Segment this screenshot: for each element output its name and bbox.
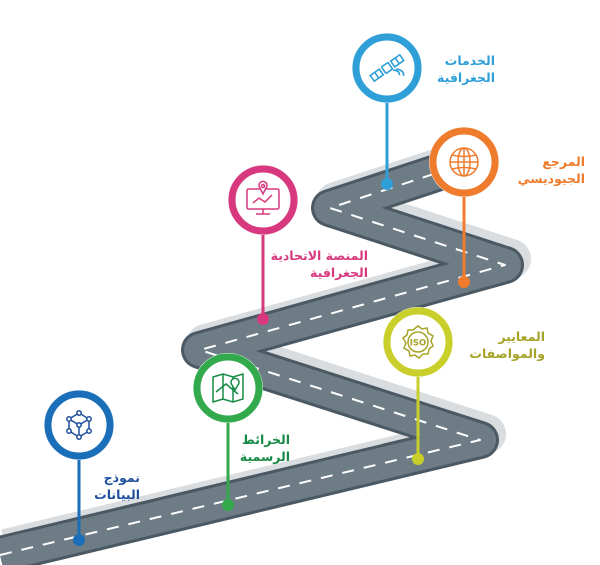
folded-map-icon — [212, 372, 244, 404]
milestone-national-geo-platform — [228, 165, 298, 325]
label-line-2: الجيوديسي — [517, 171, 585, 186]
label-line-1: نموذج — [103, 470, 140, 485]
network-cube-icon — [66, 410, 92, 440]
label-line-1: المعايير — [498, 329, 545, 344]
label-data-model: نموذج البيانات — [78, 469, 140, 503]
milestone-pin-dot — [73, 534, 85, 546]
label-standards-specs: المعايير والمواصفات — [460, 328, 545, 362]
label-line-2: الجغرافية — [437, 70, 495, 85]
milestone-pin-dot — [257, 313, 269, 325]
milestone-pin-dot — [458, 276, 470, 288]
iso-seal-text: ISO — [410, 339, 427, 349]
milestone-geodetic-reference — [429, 127, 499, 288]
milestone-pin-dot — [222, 499, 234, 511]
label-line-2: والمواصفات — [469, 346, 545, 361]
iso-seal-icon: ISO — [402, 325, 434, 359]
milestone-official-maps — [193, 353, 263, 511]
milestone-pin-dot — [381, 178, 393, 190]
milestone-standards-specs: ISO — [383, 307, 453, 465]
label-line-1: المنصة الاتحادية — [270, 248, 368, 263]
label-national-geo-platform: المنصة الاتحادية الجغرافية — [268, 247, 368, 281]
label-geodetic-reference: المرجع الجيوديسي — [505, 153, 585, 187]
label-line-1: الخرائط — [241, 432, 290, 447]
satellite-icon — [369, 53, 405, 83]
label-geo-services: الخدمات الجغرافية — [425, 52, 495, 86]
label-line-2: الجغرافية — [310, 265, 368, 280]
globe-icon — [449, 147, 479, 177]
label-line-2: الرسمية — [239, 449, 290, 464]
label-line-1: الخدمات — [444, 53, 495, 68]
milestone-pin-dot — [412, 453, 424, 465]
label-line-2: البيانات — [94, 487, 140, 502]
monitor-map-icon — [246, 180, 280, 215]
milestone-geo-services — [352, 33, 422, 190]
label-line-1: المرجع — [542, 154, 585, 169]
road-lane-markings — [0, 161, 506, 556]
milestone-data-model — [44, 390, 114, 546]
label-official-maps: الخرائط الرسمية — [228, 431, 290, 465]
